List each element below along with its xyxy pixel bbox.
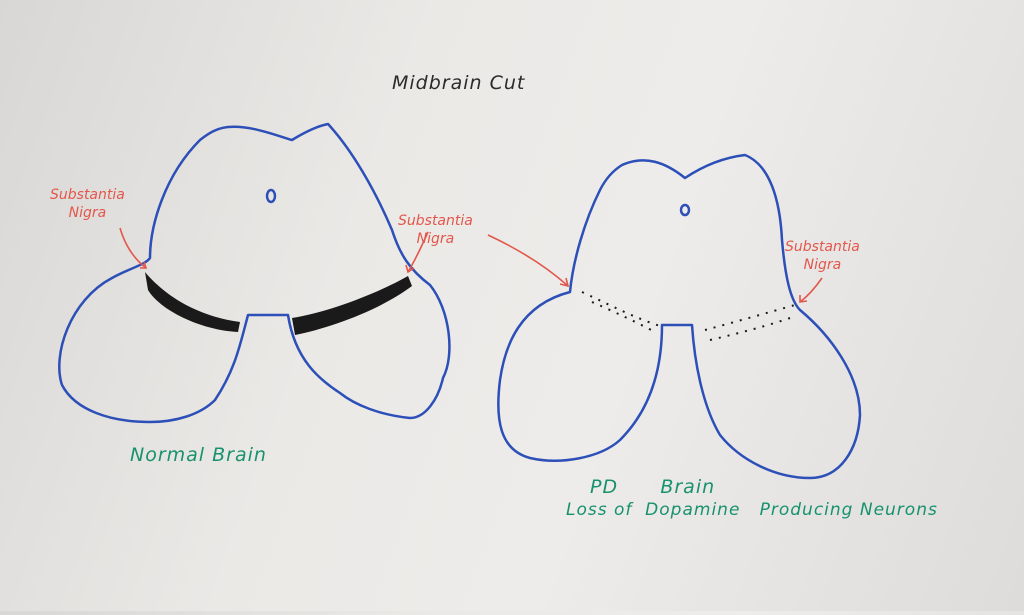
diagram-title: Midbrain Cut: [392, 72, 526, 94]
aqueduct-left: [265, 188, 277, 204]
label-line: Nigra: [68, 205, 107, 221]
pd-midbrain-outline: [497, 153, 862, 480]
normal-midbrain-outline: [58, 122, 451, 424]
arrow-left: [119, 227, 148, 269]
label-line: Substantia: [785, 239, 860, 255]
substantia-nigra-pd: [581, 291, 796, 341]
label-line: Nigra: [803, 257, 842, 273]
caption-pd-brain: PD Brain: [590, 476, 716, 498]
label-line: Nigra: [416, 231, 455, 247]
arrow-mid-to-left: [405, 231, 429, 274]
label-line: Substantia: [50, 187, 125, 203]
arrow-right: [799, 277, 823, 303]
label-substantia-nigra-left: Substantia Nigra: [50, 186, 125, 222]
label-line: Substantia: [398, 213, 473, 229]
aqueduct-right: [679, 203, 691, 217]
substantia-nigra-normal: [145, 272, 412, 335]
caption-normal-brain: Normal Brain: [130, 444, 267, 466]
arrow-mid-to-right: [487, 234, 570, 288]
label-substantia-nigra-mid: Substantia Nigra: [398, 212, 473, 248]
label-substantia-nigra-right: Substantia Nigra: [785, 238, 860, 274]
caption-loss-of-neurons: Loss of Dopamine Producing Neurons: [566, 500, 938, 520]
